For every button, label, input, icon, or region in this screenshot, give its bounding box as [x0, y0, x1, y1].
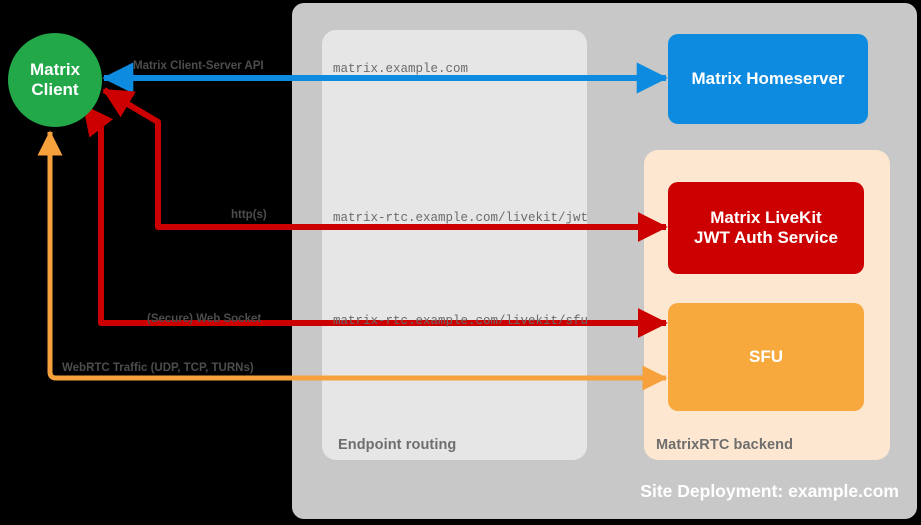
node-matrix-client-line2: Client [31, 80, 79, 99]
node-matrix-client-line1: Matrix [29, 59, 81, 79]
endpoint-routing-label: Endpoint routing [338, 437, 457, 453]
node-sfu[interactable]: SFU [668, 303, 864, 411]
connector-label-cs-api: Matrix Client-Server API [133, 60, 264, 72]
endpoint-url-matrix: matrix.example.com [333, 62, 469, 76]
connector-webrtc [37, 130, 668, 391]
node-matrix-homeserver-label: Matrix Homeserver [691, 68, 845, 88]
matrixrtc-backend-label: MatrixRTC backend [656, 437, 794, 453]
site-deployment-title: Site Deployment: example.com [640, 481, 899, 501]
connector-label-webrtc: WebRTC Traffic (UDP, TCP, TURNs) [62, 362, 254, 374]
node-jwt-line1: Matrix LiveKit [710, 207, 822, 227]
node-matrix-homeserver[interactable]: Matrix Homeserver [668, 34, 868, 124]
endpoint-url-livekit-sfu: matrix-rtc.example.com/livekit/sfu [333, 314, 589, 328]
endpoint-url-livekit-jwt: matrix-rtc.example.com/livekit/jwt [333, 211, 589, 225]
node-matrix-livekit-jwt-auth-service[interactable]: Matrix LiveKit JWT Auth Service [668, 182, 864, 274]
connector-livekit-jwt [102, 87, 668, 242]
connector-label-livekit-jwt: http(s) [231, 209, 267, 221]
node-matrix-client[interactable]: Matrix Client [8, 33, 102, 127]
node-sfu-label: SFU [749, 346, 783, 366]
node-jwt-line2: JWT Auth Service [694, 228, 838, 247]
connector-label-livekit-sfu: (Secure) Web Socket [147, 313, 262, 325]
